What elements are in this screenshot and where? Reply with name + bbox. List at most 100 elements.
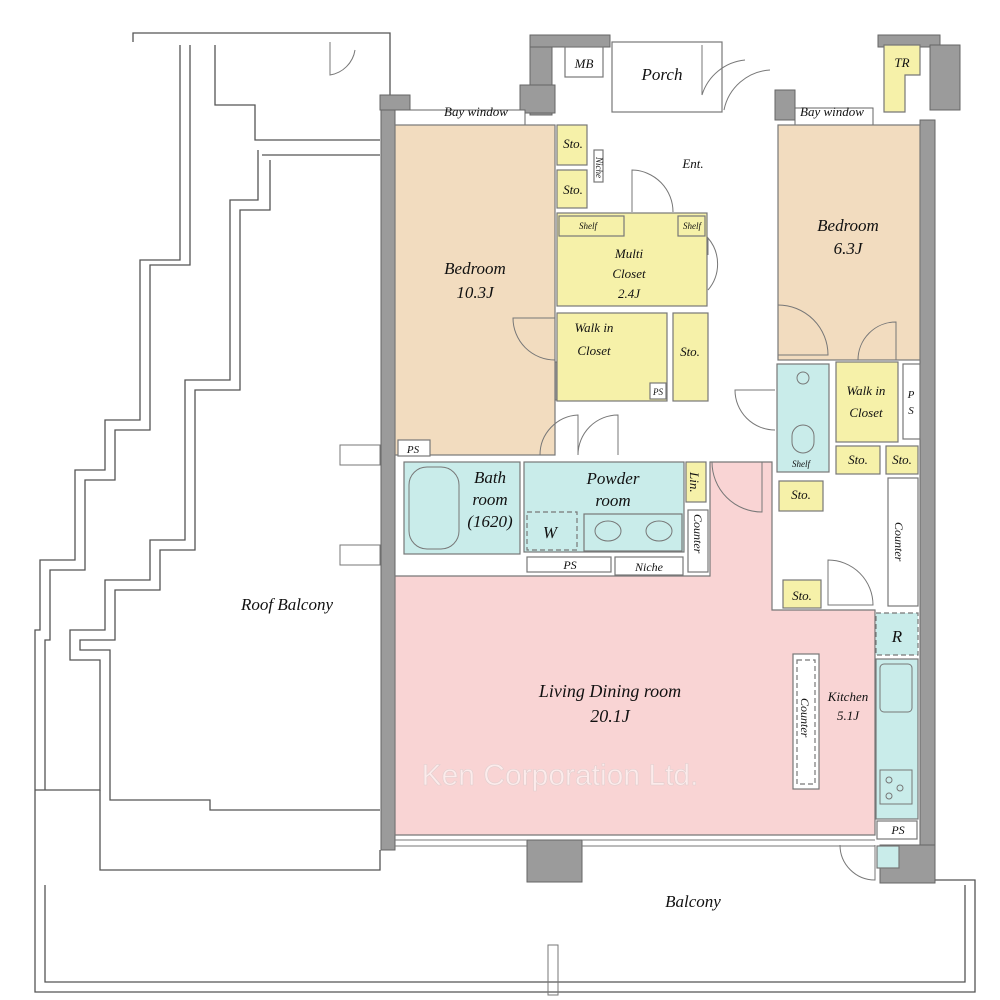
powder-room-line-2: room (595, 491, 630, 510)
toilet-tank-icon (796, 371, 810, 385)
shelf-left (558, 215, 625, 237)
shelf-right (677, 215, 706, 237)
entrance-niche (593, 149, 604, 183)
ps-1-label: PS (652, 387, 663, 397)
powder-room-line-1: Powder (586, 469, 640, 488)
ps-vertical (902, 363, 921, 440)
refrigerator-space (875, 612, 919, 656)
ps-4 (876, 820, 918, 840)
washer-space (526, 511, 578, 551)
vanity (583, 513, 683, 552)
storage-6-label: Sto. (791, 487, 811, 502)
watermark: Ken Corporation Ltd. (422, 759, 699, 792)
ps-4-label: PS (890, 823, 904, 837)
balcony-area (34, 879, 976, 996)
linen-label: Lin. (687, 471, 702, 493)
windows-bottom (395, 839, 875, 847)
kitchen-size: 5.1J (837, 708, 860, 723)
roof-balcony-label: Roof Balcony (240, 595, 334, 614)
walk-in-closet-1-line-2: Closet (577, 343, 611, 358)
refrigerator-label: R (891, 627, 903, 646)
toilet-room (776, 363, 830, 473)
entrance-door[interactable] (723, 69, 771, 111)
bedroom-small (777, 124, 921, 361)
living-door[interactable] (711, 461, 763, 513)
bathroom-line-1: Bath (474, 468, 506, 487)
ps-3-label: PS (562, 558, 576, 572)
tr-label: TR (894, 55, 909, 70)
walk-in-closet-1 (556, 312, 668, 402)
cooktop-icon (879, 769, 913, 805)
bathroom-line-2: room (472, 490, 507, 509)
storage-3-label: Sto. (680, 344, 700, 359)
toilet-door[interactable] (734, 389, 776, 431)
storage-3 (672, 312, 709, 402)
toilet-shelf-label: Shelf (792, 459, 811, 469)
roof-balcony-area (34, 32, 391, 880)
bathroom (403, 461, 521, 555)
living-dining-room (394, 461, 876, 836)
kitchen-worktop (875, 658, 919, 820)
multi-closet-door[interactable] (631, 169, 674, 213)
ps-vertical-line-2: S (908, 405, 914, 417)
storage-7 (782, 579, 822, 609)
balcony-label: Balcony (665, 892, 721, 911)
walk-in-closet-2-line-2: Closet (849, 405, 883, 420)
sink-icon (645, 520, 673, 542)
entrance-niche-label: Niche (594, 156, 604, 178)
kitchen-sink-icon (879, 663, 913, 713)
porch-door[interactable] (701, 45, 746, 96)
ps-1 (649, 382, 667, 400)
storage-1-label: Sto. (563, 136, 583, 151)
bathroom-line-3: (1620) (467, 512, 513, 531)
storage-5 (885, 445, 919, 475)
bedroom-large-size: 10.3J (456, 283, 495, 302)
toilet-icon (791, 424, 815, 454)
shelf-right-label: Shelf (683, 221, 702, 231)
storage-2-label: Sto. (563, 182, 583, 197)
storage-1 (556, 124, 588, 166)
bathtub-icon (408, 466, 460, 550)
linen-closet (685, 461, 707, 503)
powder-counter-label: Counter (691, 514, 705, 554)
kitchen-door[interactable] (827, 559, 874, 606)
walk-in-closet-2 (835, 361, 899, 443)
bedroom-large-name: Bedroom (444, 259, 506, 278)
sink-icon (594, 520, 622, 542)
bath-corridor-door[interactable] (539, 414, 579, 456)
living-dining-name: Living Dining room (538, 681, 681, 701)
mb-label: MB (574, 56, 594, 71)
storage-6 (778, 480, 824, 512)
multi-closet-name-2: Closet (612, 266, 646, 281)
powder-niche (614, 556, 684, 576)
powder-counter (687, 509, 709, 573)
kitchen-counter-label: Counter (798, 698, 812, 738)
multi-closet-name-1: Multi (614, 246, 644, 261)
powder-corridor-door[interactable] (577, 414, 619, 456)
ps-vertical-line-1: P (907, 389, 915, 401)
bay-window-right-label: Bay window (800, 104, 864, 119)
storage-2 (556, 169, 588, 209)
multi-closet-side-door[interactable] (707, 236, 719, 291)
porch-label: Porch (641, 65, 683, 84)
wic-2-door[interactable] (857, 321, 897, 361)
storage-4-label: Sto. (848, 452, 868, 467)
bedroom-large-door[interactable] (512, 317, 556, 361)
bedroom-small-door[interactable] (777, 304, 829, 356)
washer-label: W (543, 523, 559, 542)
bay-window-left-label: Bay window (444, 104, 508, 119)
powder-niche-label: Niche (634, 560, 664, 574)
walk-in-closet-1-line-1: Walk in (575, 320, 614, 335)
shelf-left-label: Shelf (579, 221, 598, 231)
living-dining-size: 20.1J (590, 706, 631, 726)
storage-5-label: Sto. (892, 452, 912, 467)
ps-2 (397, 439, 431, 457)
tr-space (883, 44, 921, 113)
multi-closet-size: 2.4J (618, 286, 641, 301)
entrance-label: Ent. (681, 156, 703, 171)
bedroom-small-size: 6.3J (834, 239, 864, 258)
balcony-door[interactable] (839, 844, 876, 881)
hall-counter-label: Counter (892, 522, 906, 562)
mb-space (564, 46, 604, 78)
